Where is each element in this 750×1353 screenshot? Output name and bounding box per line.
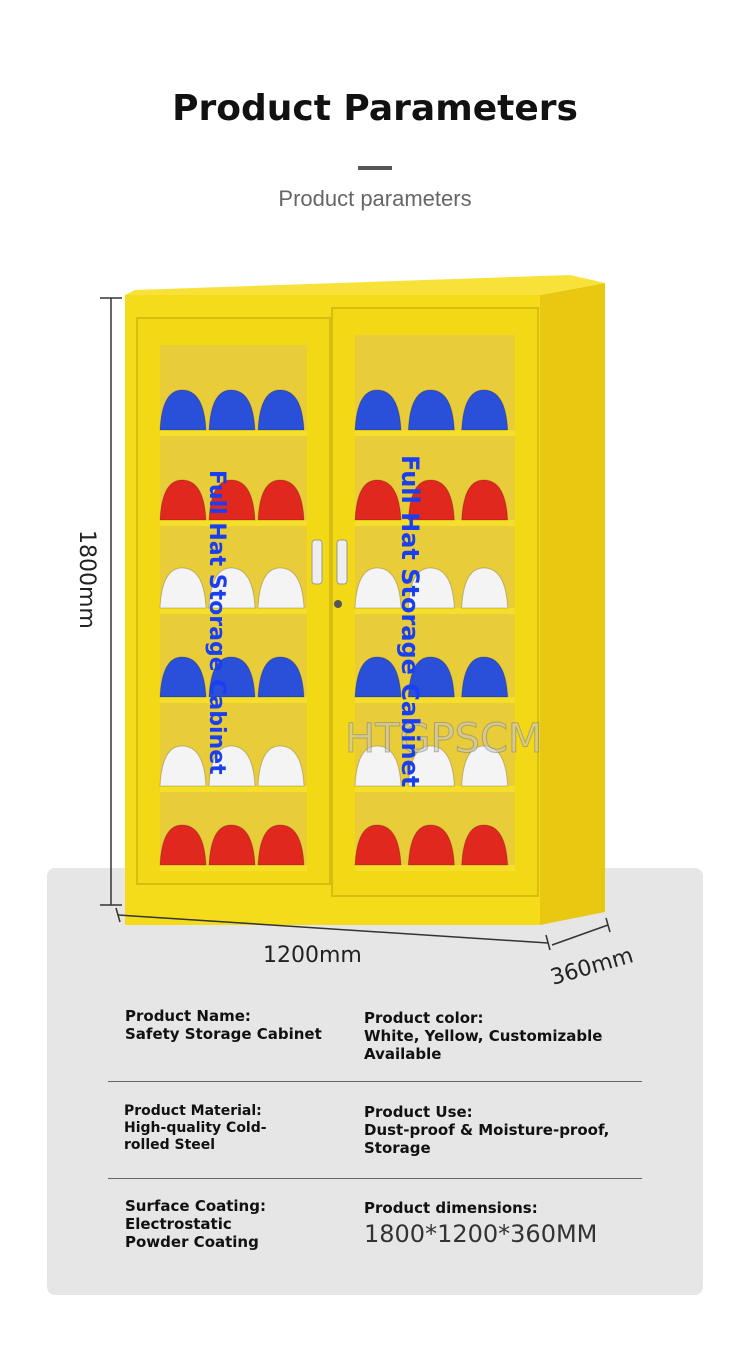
spec-label: Product Material:: [124, 1103, 262, 1119]
right-handle: [336, 539, 348, 585]
spec-value: Safety Storage Cabinet: [125, 1025, 322, 1043]
helmet-icon: [407, 745, 455, 787]
shelf: [160, 430, 307, 436]
helmet-icon: [461, 824, 509, 866]
helmet-icon: [407, 567, 455, 609]
helmet-icon: [257, 389, 305, 431]
helmet-icon: [407, 389, 455, 431]
shelf: [355, 865, 515, 871]
helmet-icon: [208, 745, 256, 787]
helmet-icon: [159, 389, 207, 431]
spec-value: 1800*1200*360MM: [364, 1220, 598, 1248]
left-handle: [311, 539, 323, 585]
spec-label: Surface Coating:: [125, 1197, 266, 1215]
helmet-icon: [354, 656, 402, 698]
helmet-icon: [257, 824, 305, 866]
page-title: Product Parameters: [172, 88, 578, 129]
helmet-icon: [257, 745, 305, 787]
helmet-icon: [159, 479, 207, 521]
helmet-icon: [208, 656, 256, 698]
shelf: [355, 520, 515, 526]
spec-label: Product Name:: [125, 1007, 251, 1025]
height-label: 1800mm: [74, 530, 99, 629]
title-divider: [358, 166, 392, 170]
overlay-text-right: Full Hat Storage Cabinet: [396, 455, 424, 787]
spec-label: Product Use:: [364, 1103, 473, 1121]
depth-label: 360mm: [548, 943, 636, 990]
page-subtitle: Product parameters: [278, 186, 472, 211]
helmet-icon: [257, 479, 305, 521]
helmet-icon: [208, 824, 256, 866]
shelf: [160, 520, 307, 526]
shelf: [160, 697, 307, 703]
spec-product-use: Product Use:Dust-proof & Moisture-proof,…: [364, 1103, 634, 1157]
helmet-icon: [461, 745, 509, 787]
shelf: [160, 786, 307, 792]
spec-product-name: Product Name:Safety Storage Cabinet: [125, 1007, 325, 1043]
helmet-icon: [407, 656, 455, 698]
lock-icon: [334, 600, 342, 608]
shelf: [355, 697, 515, 703]
spec-value: White, Yellow, Customizable Available: [364, 1027, 603, 1063]
shelf: [355, 608, 515, 614]
shelf: [355, 430, 515, 436]
spec-product-dimensions: Product dimensions: 1800*1200*360MM: [364, 1199, 664, 1248]
helmet-icon: [354, 567, 402, 609]
helmet-icon: [208, 567, 256, 609]
helmet-icon: [461, 567, 509, 609]
helmet-icon: [354, 745, 402, 787]
helmet-icon: [407, 824, 455, 866]
spec-label: Product dimensions:: [364, 1199, 538, 1217]
helmet-icon: [257, 656, 305, 698]
cabinet-top: [125, 275, 605, 295]
helmet-icon: [208, 389, 256, 431]
spec-product-color: Product color:White, Yellow, Customizabl…: [364, 1009, 624, 1063]
cabinet-side: [540, 283, 605, 925]
spec-label: Product color:: [364, 1009, 484, 1027]
dimension-lines: [100, 297, 611, 951]
cabinet-illustration: HTGPSCM Full Hat Storage Cabinet Full Ha…: [74, 275, 636, 991]
width-label: 1200mm: [263, 943, 362, 968]
helmet-icon: [208, 479, 256, 521]
overlay-text-left: Full Hat Storage Cabinet: [204, 470, 229, 775]
helmet-icon: [354, 824, 402, 866]
helmet-icon: [257, 567, 305, 609]
spec-value: Dust-proof & Moisture-proof, Storage: [364, 1121, 610, 1157]
spec-product-material: Product Material:High-quality Cold-rolle…: [124, 1103, 284, 1154]
spec-value: Electrostatic Powder Coating: [125, 1215, 259, 1251]
shelf: [160, 865, 307, 871]
helmet-icon: [354, 389, 402, 431]
helmet-icon: [354, 479, 402, 521]
helmet-icon: [159, 745, 207, 787]
spec-surface-coating: Surface Coating:Electrostatic Powder Coa…: [125, 1197, 285, 1251]
helmet-icon: [407, 479, 455, 521]
helmet-icon: [461, 656, 509, 698]
helmet-icon: [461, 479, 509, 521]
helmet-icon: [159, 567, 207, 609]
helmet-icon: [159, 824, 207, 866]
helmet-icon: [159, 656, 207, 698]
shelf: [355, 786, 515, 792]
spec-value: High-quality Cold-rolled Steel: [124, 1120, 267, 1153]
shelf: [160, 608, 307, 614]
row-divider: [108, 1081, 642, 1082]
row-divider: [108, 1178, 642, 1179]
helmet-icon: [461, 389, 509, 431]
watermark: HTGPSCM: [345, 716, 542, 762]
